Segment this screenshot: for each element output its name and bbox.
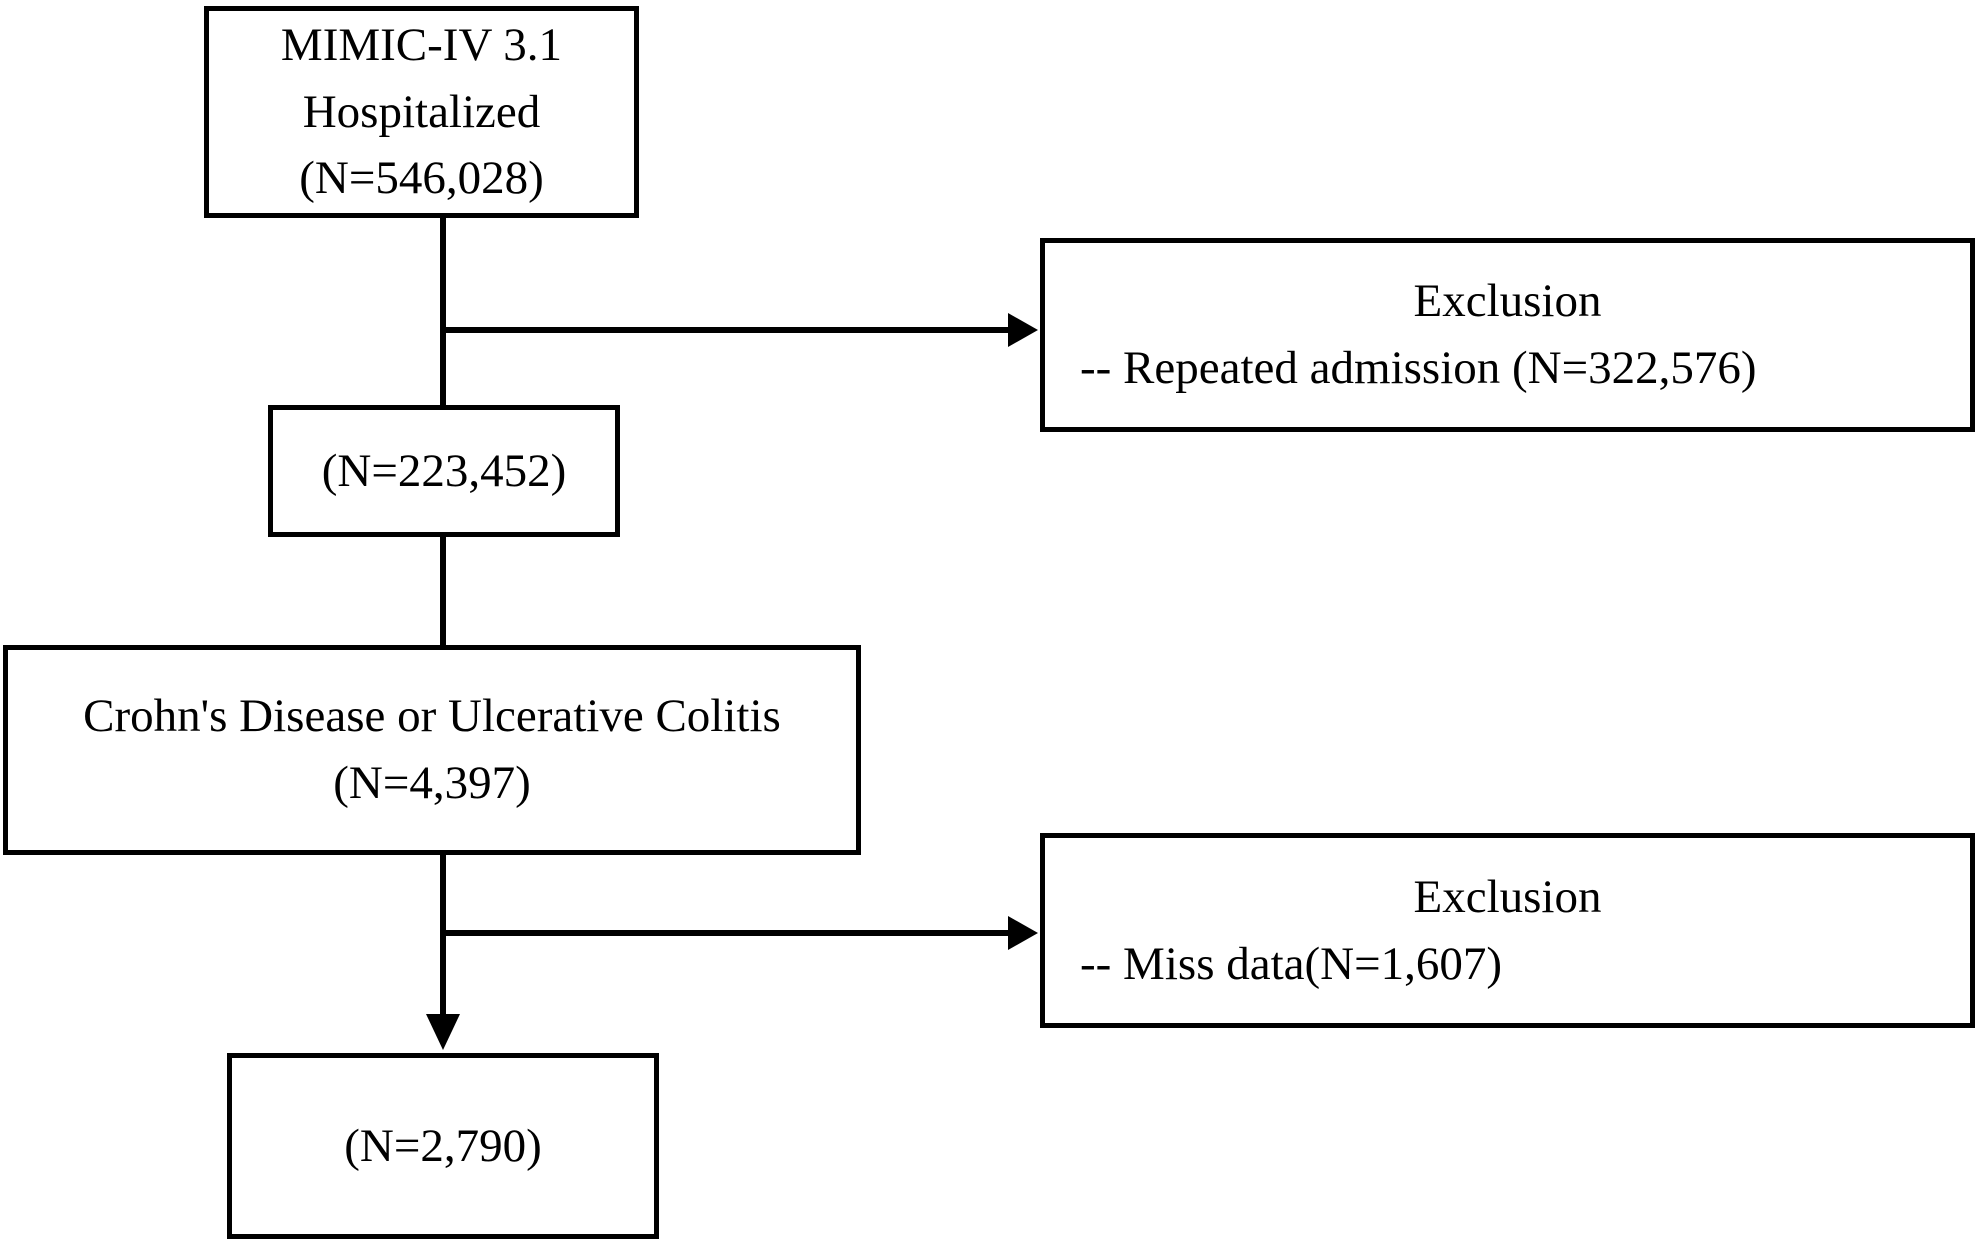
node-line: Crohn's Disease or Ulcerative Colitis [83, 690, 781, 743]
exclusion-detail: -- Miss data(N=1,607) [1080, 937, 1503, 990]
arrow-right-icon [1008, 313, 1038, 347]
exclusion-title: Exclusion [1413, 870, 1602, 923]
arrow-down-icon [426, 1014, 460, 1050]
node-final-cohort: (N=2,790) [227, 1053, 659, 1239]
node-count: (N=546,028) [299, 152, 544, 205]
node-exclusion-repeated-admission: Exclusion -- Repeated admission (N=322,5… [1040, 238, 1975, 432]
exclusion-detail: -- Repeated admission (N=322,576) [1080, 342, 1757, 394]
node-count: (N=4,397) [333, 757, 531, 809]
node-after-exclusion-count: (N=223,452) [268, 405, 620, 537]
node-count: (N=2,790) [344, 1119, 542, 1172]
arrow-right-icon [1008, 916, 1038, 950]
node-line: MIMIC-IV 3.1 [280, 18, 563, 71]
node-source-population: MIMIC-IV 3.1 Hospitalized (N=546,028) [204, 6, 639, 218]
exclusion-title: Exclusion [1413, 275, 1602, 328]
node-count: (N=223,452) [321, 444, 567, 497]
node-ibd-cohort: Crohn's Disease or Ulcerative Colitis (N… [3, 645, 861, 855]
node-line: Hospitalized [302, 85, 541, 138]
node-exclusion-missing-data: Exclusion -- Miss data(N=1,607) [1040, 833, 1975, 1028]
